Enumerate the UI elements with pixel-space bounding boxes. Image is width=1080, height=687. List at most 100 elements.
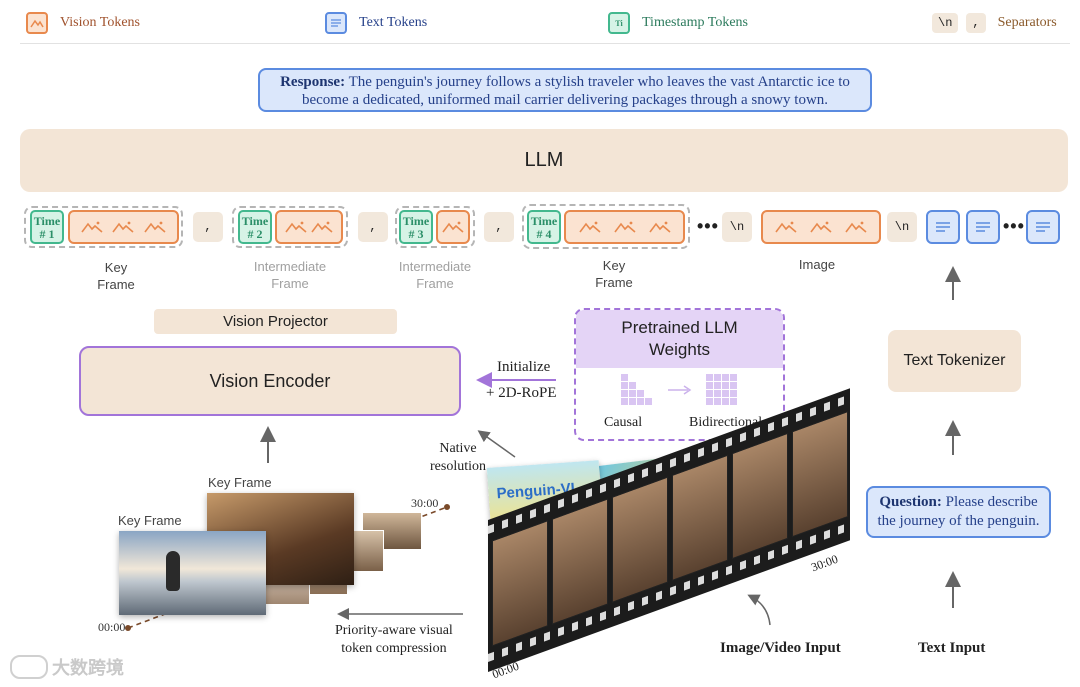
vision-tokens-2 xyxy=(275,210,343,244)
text-lines-icon xyxy=(974,220,992,234)
watermark-text: 大数跨境 xyxy=(52,658,124,678)
film-frame xyxy=(792,410,848,538)
mask-cell xyxy=(706,398,713,405)
time-label: Time xyxy=(402,214,430,228)
watermark-logo-icon xyxy=(10,655,48,679)
caption-line: Key xyxy=(104,260,128,275)
vision-token-icon xyxy=(26,12,48,34)
vision-projector-label: Vision Projector xyxy=(223,313,328,330)
image-vision-tokens xyxy=(761,210,881,244)
time-label: Time xyxy=(33,214,61,228)
caption-image: Image xyxy=(798,257,836,272)
response-box: Response: The penguin's journey follows … xyxy=(258,68,872,112)
initialize-label: Initialize xyxy=(497,359,551,375)
mountain-icon xyxy=(844,220,868,234)
text-lines-icon xyxy=(1034,220,1052,234)
mountain-icon xyxy=(578,220,602,234)
caption-line: Intermediate xyxy=(253,259,327,274)
response-label: Response: xyxy=(280,74,346,90)
mountain-icon xyxy=(111,220,135,234)
legend-vision: Vision Tokens xyxy=(26,10,140,36)
question-box: Question: Please describe the journey of… xyxy=(866,486,1051,538)
caption-key-frame-2: Key Frame xyxy=(584,257,644,291)
timestamp-token-2: Time # 2 xyxy=(238,210,272,244)
newline-token: \n xyxy=(722,212,752,242)
legend-timestamp: Ti Timestamp Tokens xyxy=(608,10,748,36)
mountain-icon xyxy=(648,220,672,234)
comma-token: , xyxy=(193,212,223,242)
legend-text: Text Tokens xyxy=(325,10,427,36)
timestamp-token-3: Time # 3 xyxy=(399,210,433,244)
caption-line: Intermediate xyxy=(398,259,472,274)
penguin-icon xyxy=(166,551,180,591)
pretrained-llm-weights-title: Pretrained LLM Weights xyxy=(576,310,783,368)
arrow-native-resolution xyxy=(477,430,516,458)
native-line: resolution xyxy=(430,459,486,474)
time-label: Time xyxy=(241,214,269,228)
legend-timestamp-label: Timestamp Tokens xyxy=(642,15,748,30)
image-video-input-label: Image/Video Input xyxy=(720,640,841,656)
mask-cell xyxy=(706,374,713,381)
mask-cell xyxy=(722,390,729,397)
text-token xyxy=(966,210,1000,244)
vision-projector: Vision Projector xyxy=(154,309,397,334)
mountain-icon xyxy=(441,220,465,234)
mountain-icon xyxy=(809,220,833,234)
time-end-label: 30:00 xyxy=(411,496,439,510)
text-token-icon xyxy=(325,12,347,34)
caption-line: Frame xyxy=(97,277,135,292)
newline-separator-chip: \n xyxy=(932,13,959,33)
question-text: Please describe the journey of the pengu… xyxy=(877,494,1040,529)
attention-mask-illustration xyxy=(621,374,737,405)
caption-intermediate-2: Intermediate Frame xyxy=(385,258,485,292)
film-frame xyxy=(732,432,788,560)
legend-text-label: Text Tokens xyxy=(359,15,428,30)
pretrained-title-line: Pretrained LLM xyxy=(621,318,738,337)
time-index: # 1 xyxy=(39,227,55,241)
ellipsis: ••• xyxy=(1003,216,1025,236)
response-text: The penguin's journey follows a stylish … xyxy=(301,74,850,108)
text-tokenizer: Text Tokenizer xyxy=(888,330,1021,392)
mask-cell xyxy=(730,398,737,405)
legend-separators-label: Separators xyxy=(997,15,1057,30)
comma-separator-chip: , xyxy=(966,13,986,33)
pretrained-title-line: Weights xyxy=(648,340,711,359)
mountain-icon xyxy=(284,220,308,234)
film-frame xyxy=(612,476,668,603)
mountain-icon xyxy=(143,220,167,234)
time-index: # 3 xyxy=(408,227,424,241)
time-start-label: 00:00 xyxy=(98,620,126,634)
watermark: 大数跨境 xyxy=(10,654,124,680)
caption-line: Frame xyxy=(416,276,454,291)
caption-line: Key xyxy=(602,258,626,273)
comma-token: , xyxy=(358,212,388,242)
vision-encoder: Vision Encoder xyxy=(79,346,461,416)
intermediate-frame-group-1 xyxy=(232,206,348,248)
mountain-icon xyxy=(774,220,798,234)
priority-line: Priority-aware visual xyxy=(335,623,453,638)
caption-line: Frame xyxy=(271,276,309,291)
vision-tokens-4 xyxy=(564,210,685,244)
pretrained-llm-weights-box xyxy=(574,308,785,441)
vision-tokens-1 xyxy=(68,210,179,244)
timestamp-token-icon: Ti xyxy=(608,12,630,34)
priority-compression-label: Priority-aware visual token compression xyxy=(335,622,453,658)
film-frame xyxy=(552,498,608,625)
mask-cell xyxy=(722,398,729,405)
native-resolution-label: Native resolution xyxy=(430,440,486,476)
time-index: # 2 xyxy=(247,227,263,241)
text-token xyxy=(926,210,960,244)
text-token xyxy=(1026,210,1060,244)
film-frame xyxy=(672,454,728,582)
vision-encoder-label: Vision Encoder xyxy=(209,370,331,391)
mask-cell xyxy=(714,382,721,389)
caption-key-frame-1: Key Frame xyxy=(86,259,146,293)
comma-token: , xyxy=(484,212,514,242)
key-frame-group-1 xyxy=(24,206,183,248)
mountain-icon xyxy=(310,220,334,234)
llm-label: LLM xyxy=(524,149,564,171)
timestamp-token-1: Time # 1 xyxy=(30,210,64,244)
mask-cell xyxy=(714,390,721,397)
key-frame-group-2 xyxy=(522,204,690,249)
causal-label: Causal xyxy=(604,415,643,430)
